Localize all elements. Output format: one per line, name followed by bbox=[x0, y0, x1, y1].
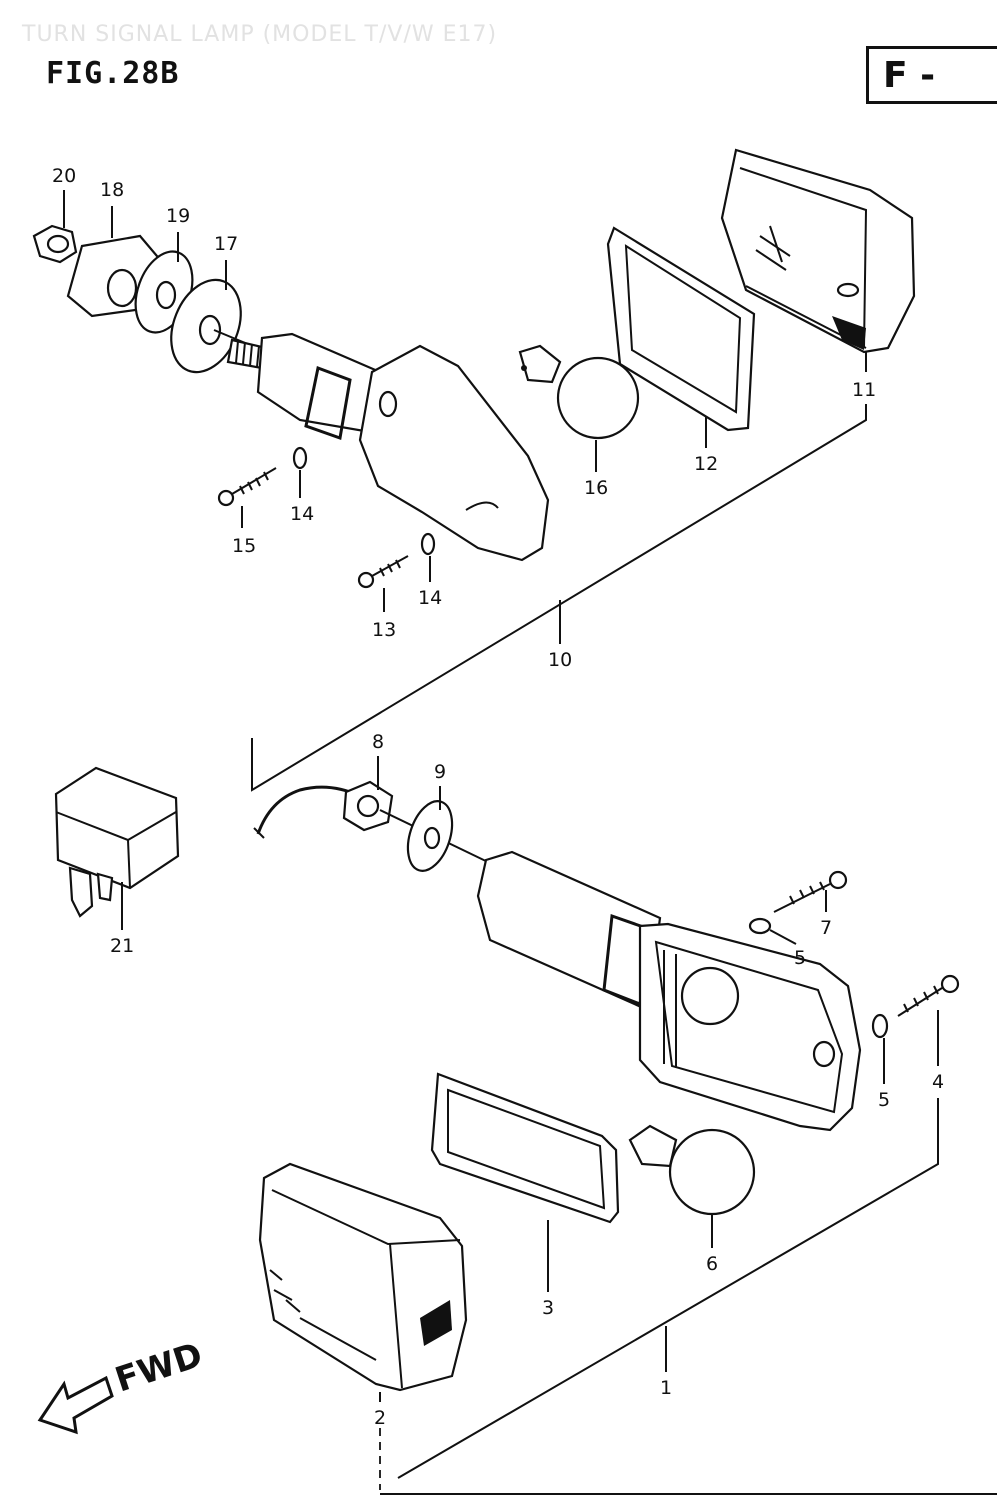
lamp-body-part-1 bbox=[476, 850, 862, 1132]
nut-part-8 bbox=[342, 780, 394, 832]
diagram-subtitle: TURN SIGNAL LAMP (MODEL T/V/W E17) bbox=[22, 22, 498, 47]
callout-15: 15 bbox=[232, 535, 256, 557]
fwd-indicator: FWD bbox=[37, 1335, 207, 1435]
washer-part-5a bbox=[748, 917, 772, 935]
callout-14b: 14 bbox=[418, 587, 442, 609]
callout-16: 16 bbox=[584, 477, 608, 499]
washer-part-9 bbox=[406, 800, 454, 872]
gasket-part-12 bbox=[606, 226, 756, 432]
fwd-label: FWD bbox=[110, 1335, 207, 1401]
leader-lines-upper bbox=[63, 190, 867, 792]
callout-4: 4 bbox=[932, 1071, 944, 1093]
screw-part-13 bbox=[357, 555, 409, 589]
callout-18: 18 bbox=[100, 179, 124, 201]
arrow-left-icon bbox=[37, 1375, 114, 1435]
screw-part-15 bbox=[217, 467, 277, 507]
callout-9: 9 bbox=[434, 761, 446, 783]
callout-3: 3 bbox=[542, 1297, 554, 1319]
washer-part-17 bbox=[170, 278, 242, 374]
bulb-part-16 bbox=[518, 344, 640, 440]
callout-8: 8 bbox=[372, 731, 384, 753]
lens-part-2 bbox=[258, 1162, 468, 1392]
callout-11: 11 bbox=[852, 379, 876, 401]
screw-part-7 bbox=[773, 870, 848, 913]
callout-20: 20 bbox=[52, 165, 76, 187]
leader-lines-lower bbox=[121, 756, 939, 1490]
lamp-body-part-10 bbox=[256, 332, 550, 562]
callout-10: 10 bbox=[548, 649, 572, 671]
screw-part-4 bbox=[897, 974, 960, 1017]
callout-1: 1 bbox=[660, 1377, 672, 1399]
nut-part-20 bbox=[32, 224, 78, 264]
figure-title: FIG.28B bbox=[46, 56, 180, 91]
section-box: F - bbox=[866, 46, 997, 104]
callout-14a: 14 bbox=[290, 503, 314, 525]
callout-17: 17 bbox=[214, 233, 238, 255]
callout-6: 6 bbox=[706, 1253, 718, 1275]
callout-21: 21 bbox=[110, 935, 134, 957]
callout-13: 13 bbox=[372, 619, 396, 641]
callout-19: 19 bbox=[166, 205, 190, 227]
gasket-part-3 bbox=[430, 1072, 620, 1224]
callout-12: 12 bbox=[694, 453, 718, 475]
washer-part-5b bbox=[871, 1013, 889, 1039]
bulb-part-6 bbox=[628, 1124, 756, 1216]
relay-part-21 bbox=[54, 766, 180, 918]
callout-labels: 20 18 19 17 11 12 16 14 15 14 13 10 8 9 … bbox=[52, 165, 944, 1429]
callout-5a: 5 bbox=[794, 947, 806, 969]
signal-wire bbox=[256, 785, 361, 835]
callout-5b: 5 bbox=[878, 1089, 890, 1111]
lens-part-11 bbox=[720, 148, 916, 354]
washer-part-14b bbox=[420, 532, 436, 556]
callout-7: 7 bbox=[820, 917, 832, 939]
section-code: F - bbox=[883, 55, 936, 96]
callout-2: 2 bbox=[374, 1407, 386, 1429]
washer-part-14a bbox=[292, 446, 308, 470]
